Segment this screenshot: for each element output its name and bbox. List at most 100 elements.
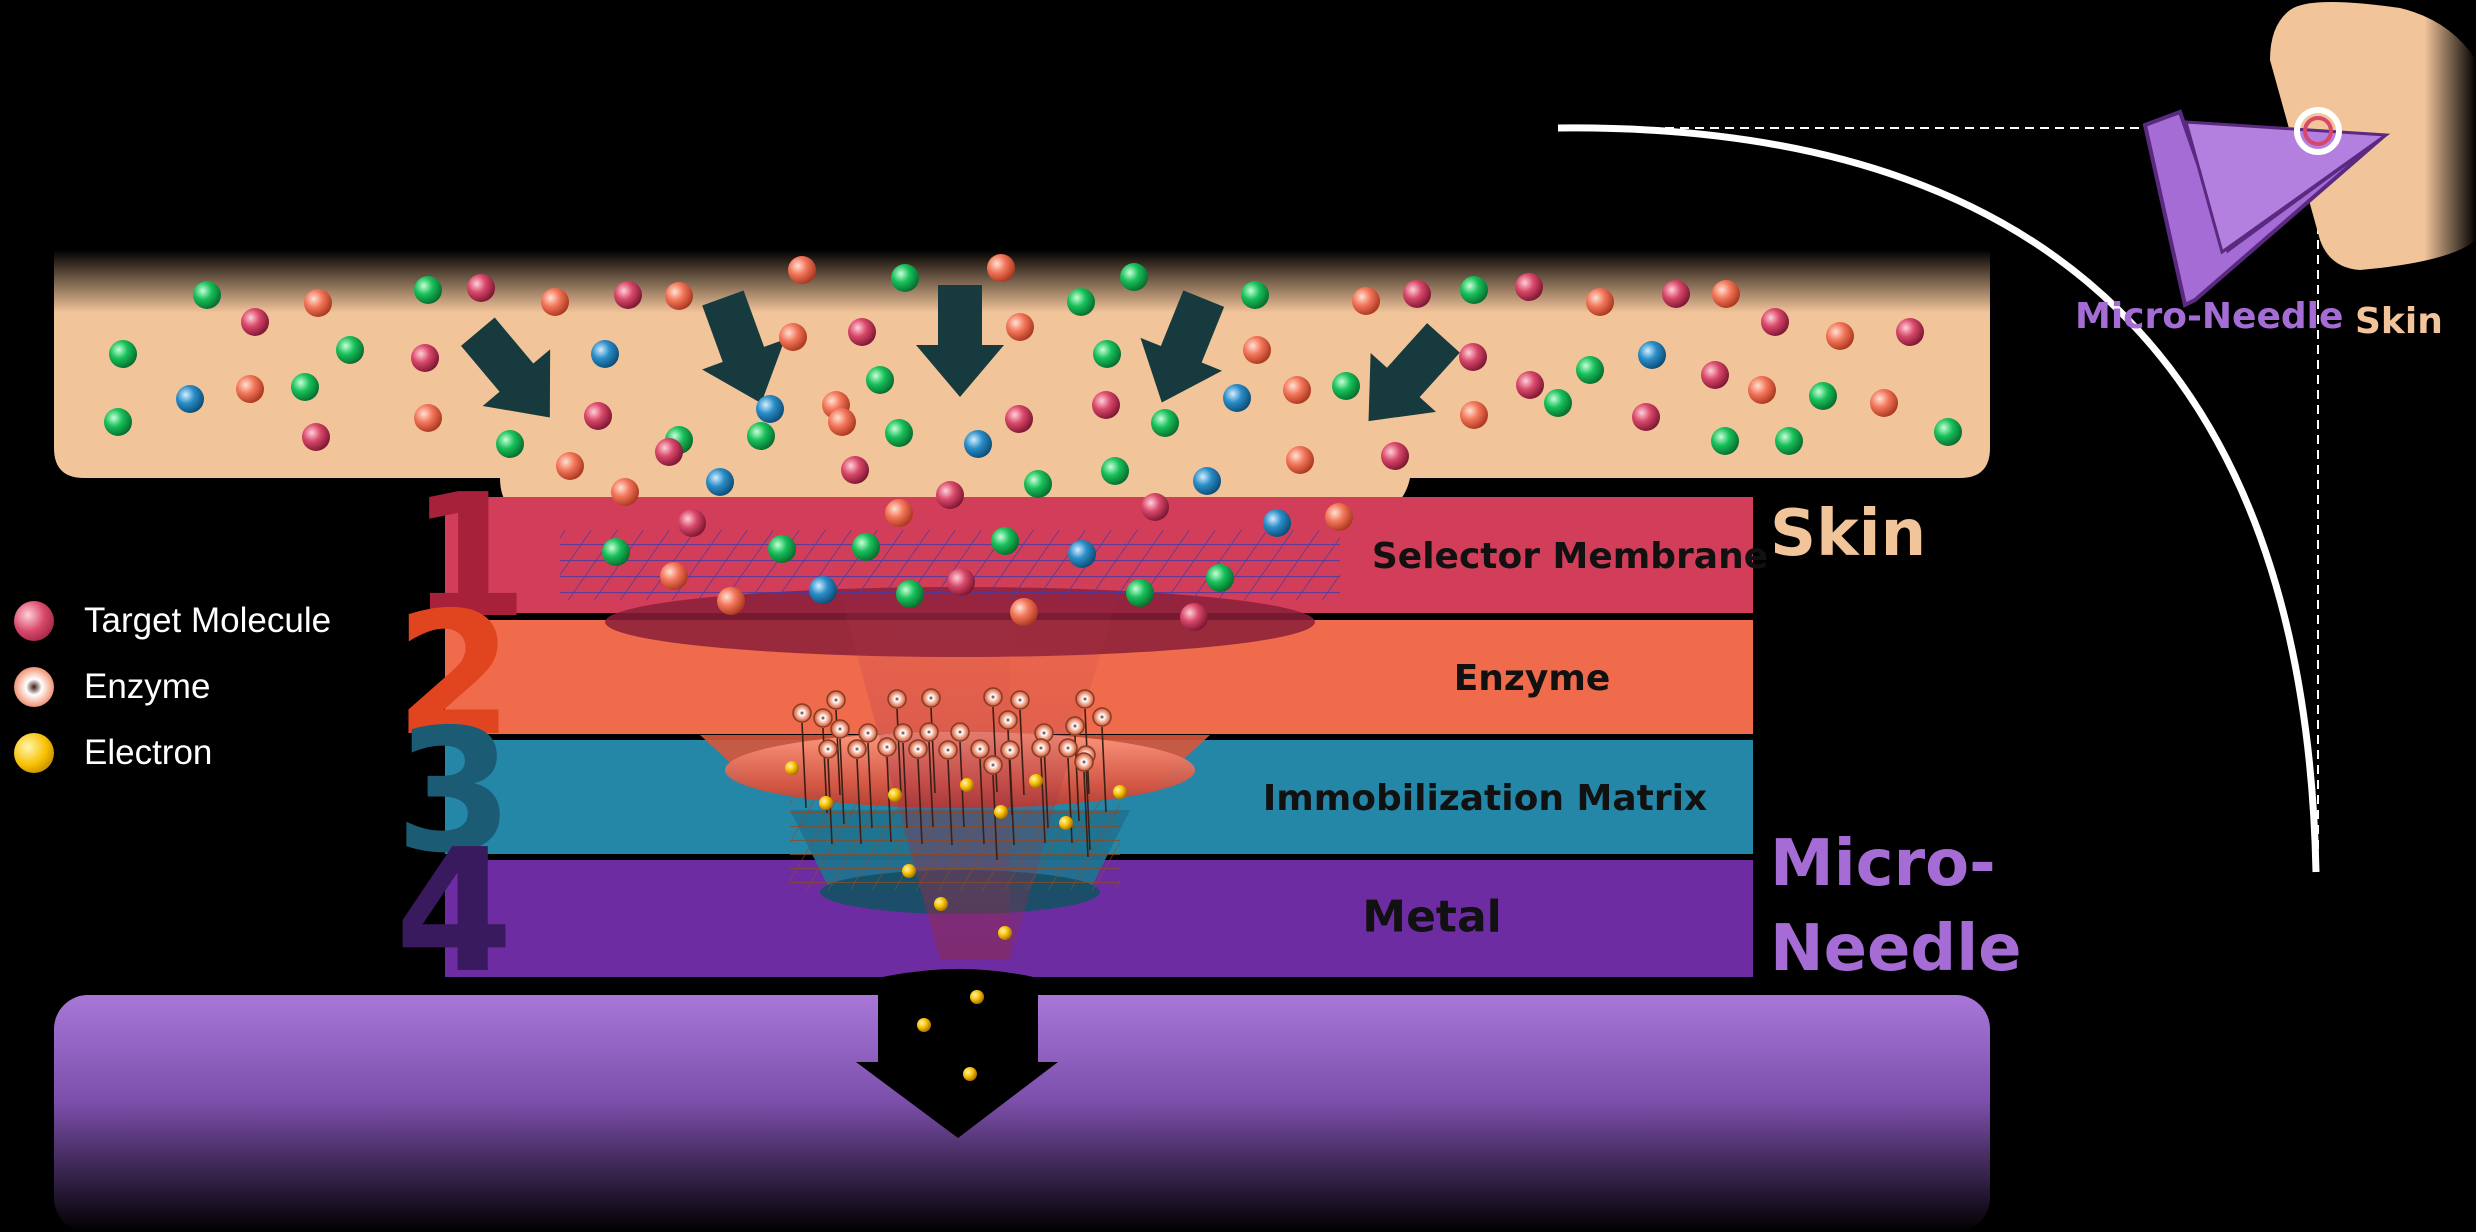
enzyme (888, 690, 906, 708)
molecule (885, 499, 913, 527)
electron (960, 778, 974, 792)
electron (1029, 774, 1043, 788)
molecule (768, 535, 796, 563)
enzyme (814, 709, 832, 727)
molecule (591, 340, 619, 368)
molecule (706, 468, 734, 496)
molecule (747, 422, 775, 450)
layer-label-3: Immobilization Matrix (1263, 778, 1707, 819)
molecule (109, 340, 137, 368)
molecule (866, 366, 894, 394)
molecule (896, 580, 924, 608)
electron (917, 1018, 931, 1032)
molecule (1223, 384, 1251, 412)
inset-label-skin: Skin (2355, 301, 2443, 342)
enzyme (859, 724, 877, 742)
enzyme (1093, 708, 1111, 726)
enzyme (1066, 717, 1084, 735)
molecule (1775, 427, 1803, 455)
molecule (556, 452, 584, 480)
molecule (336, 336, 364, 364)
molecule (788, 256, 816, 284)
electron (902, 864, 916, 878)
enzyme (951, 723, 969, 741)
enzyme (1059, 739, 1077, 757)
enzyme (894, 724, 912, 742)
molecule (660, 562, 688, 590)
layer-label-4: Metal (1362, 892, 1501, 943)
legend-item-enzyme: Enzyme (14, 654, 394, 720)
molecule (665, 282, 693, 310)
electron (1113, 785, 1127, 799)
legend: Target Molecule Enzyme Electron (14, 588, 394, 786)
molecule (809, 576, 837, 604)
legend-label: Electron (84, 733, 212, 773)
molecule (987, 254, 1015, 282)
enzyme (793, 704, 811, 722)
enzyme (819, 740, 837, 758)
molecule (104, 408, 132, 436)
enzyme (1011, 691, 1029, 709)
molecule (1381, 442, 1409, 470)
layer-number-4: 4 (395, 813, 513, 1011)
molecule (541, 288, 569, 316)
enzyme (848, 740, 866, 758)
molecule (1092, 391, 1120, 419)
molecule (1126, 579, 1154, 607)
target-molecule-icon (14, 601, 54, 641)
molecule (1870, 389, 1898, 417)
molecule (241, 308, 269, 336)
molecule (991, 527, 1019, 555)
molecule (1632, 403, 1660, 431)
molecule (1283, 376, 1311, 404)
molecule (964, 430, 992, 458)
enzyme (971, 740, 989, 758)
molecule (1005, 405, 1033, 433)
enzyme (999, 711, 1017, 729)
enzyme (984, 688, 1002, 706)
enzyme (909, 740, 927, 758)
molecule (1711, 427, 1739, 455)
side-label-micro-needle-2: Needle (1770, 912, 2022, 986)
molecule (1662, 280, 1690, 308)
molecule (1263, 509, 1291, 537)
molecule (291, 373, 319, 401)
legend-item-electron: Electron (14, 720, 394, 786)
molecule (1332, 372, 1360, 400)
molecule (1460, 401, 1488, 429)
molecule (1093, 340, 1121, 368)
molecule (611, 478, 639, 506)
molecule (467, 274, 495, 302)
molecule (1180, 603, 1208, 631)
molecule (1325, 503, 1353, 531)
molecule (1120, 263, 1148, 291)
molecule (496, 430, 524, 458)
electron (888, 788, 902, 802)
molecule (1010, 598, 1038, 626)
molecule (1586, 288, 1614, 316)
molecule (414, 276, 442, 304)
side-label-micro-needle-1: Micro- (1770, 827, 1996, 901)
molecule (852, 533, 880, 561)
molecule (1141, 493, 1169, 521)
enzyme (922, 689, 940, 707)
molecule (302, 423, 330, 451)
enzyme (920, 723, 938, 741)
molecule (1067, 288, 1095, 316)
enzyme (1075, 753, 1093, 771)
legend-label: Target Molecule (84, 601, 331, 641)
molecule (678, 509, 706, 537)
molecule (236, 375, 264, 403)
enzyme-icon (14, 667, 54, 707)
legend-label: Enzyme (84, 667, 210, 707)
molecule (655, 438, 683, 466)
molecule (756, 395, 784, 423)
electron (994, 805, 1008, 819)
molecule (1206, 564, 1234, 592)
molecule (1826, 322, 1854, 350)
enzyme (831, 720, 849, 738)
molecule (841, 456, 869, 484)
molecule (1576, 356, 1604, 384)
molecule (1241, 281, 1269, 309)
enzyme (939, 741, 957, 759)
